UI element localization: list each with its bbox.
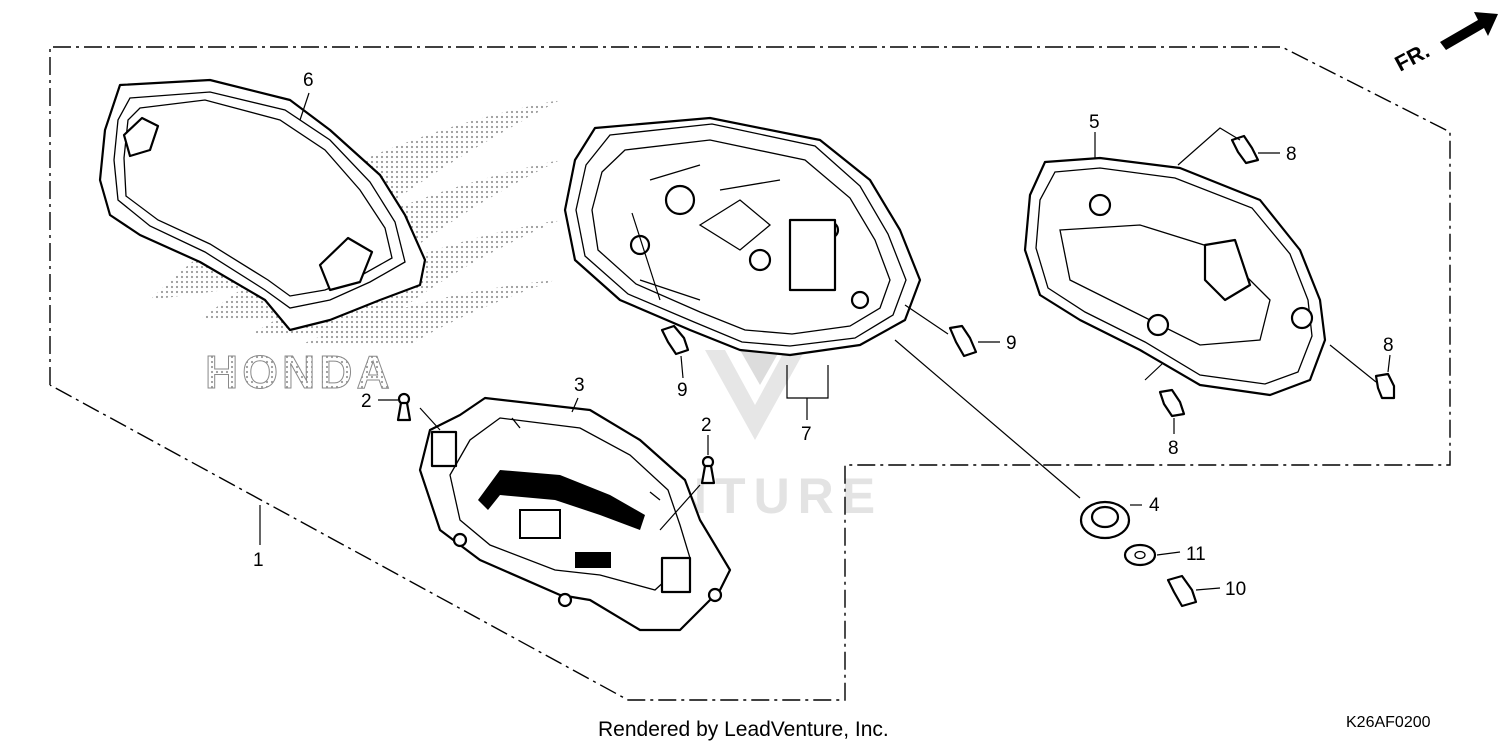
- screw-part-2-right: [700, 455, 716, 485]
- callout-8-right: 8: [1383, 335, 1394, 356]
- callout-7: 7: [801, 424, 812, 445]
- screw-part-8-bottom: [1158, 388, 1186, 418]
- callout-9-right: 9: [1006, 333, 1017, 354]
- meter-visor-part-6: [98, 78, 427, 332]
- callout-8-bottom: 8: [1168, 438, 1179, 459]
- screw-part-9-right: [948, 324, 978, 358]
- callout-9-left: 9: [677, 380, 688, 401]
- callout-8-top: 8: [1286, 144, 1297, 165]
- svg-text:FR.: FR.: [1391, 38, 1434, 77]
- callout-1: 1: [253, 550, 264, 571]
- leadventure-logo-watermark: [705, 350, 805, 440]
- screw-part-2-left: [396, 392, 412, 422]
- assembly-boundary: [49, 46, 1451, 701]
- callout-4: 4: [1149, 495, 1160, 516]
- callout-10: 10: [1225, 579, 1246, 600]
- callout-3: 3: [574, 375, 585, 396]
- screw-part-10: [1166, 574, 1198, 608]
- callout-5: 5: [1089, 112, 1100, 133]
- front-direction-arrow: FR.: [1391, 12, 1498, 76]
- callout-11: 11: [1186, 544, 1206, 565]
- footer-credit: Rendered by LeadVenture, Inc.: [598, 718, 889, 741]
- meter-assembly-part-3: [418, 396, 732, 632]
- callout-labels: 1 2 2 3 4 5 6 7 8 8 8 9 9 10 11: [253, 70, 1394, 600]
- meter-case-part-7: [563, 116, 922, 357]
- callout-2-left: 2: [361, 391, 372, 412]
- callout-6: 6: [303, 70, 314, 91]
- meter-cover-part-5: [1023, 156, 1327, 397]
- callout-2-right: 2: [701, 415, 712, 436]
- washer-part-11: [1123, 543, 1157, 567]
- screw-part-9-left: [660, 324, 690, 356]
- leader-lines: [259, 92, 1391, 591]
- diagram-code: K26AF0200: [1346, 714, 1431, 731]
- honda-text-watermark: HONDA: [205, 346, 394, 398]
- screw-part-8-top: [1230, 134, 1260, 165]
- screw-part-8-right: [1374, 372, 1396, 400]
- grommet-part-4: [1079, 500, 1131, 540]
